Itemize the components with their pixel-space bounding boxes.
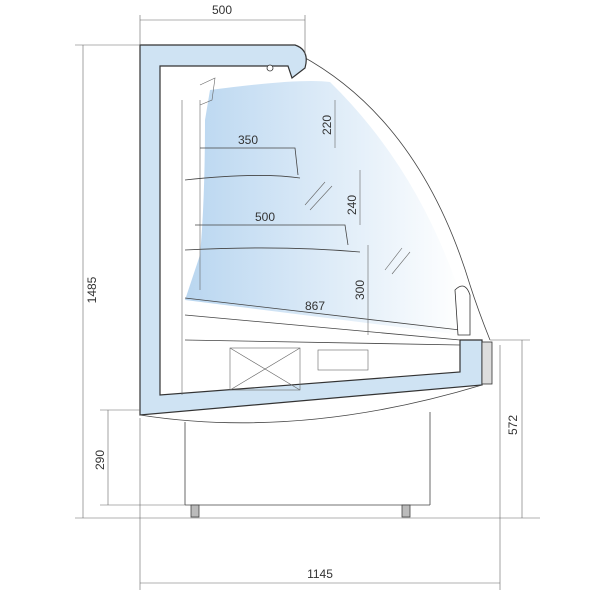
dim-shelf1-depth: 350 xyxy=(238,133,258,147)
glass-reflection-icon xyxy=(304,181,411,275)
lower-compartment xyxy=(229,347,369,391)
rear-duct xyxy=(181,77,216,395)
front-controls xyxy=(266,64,493,385)
dim-base-depth: 867 xyxy=(305,299,325,313)
dim-top-depth: 500 xyxy=(212,3,232,17)
dimension-lines xyxy=(75,15,530,590)
shelves xyxy=(184,147,461,346)
dim-total-height: 1485 xyxy=(85,276,99,303)
cabinet-base xyxy=(139,384,483,518)
dim-shelf2-depth: 500 xyxy=(255,210,275,224)
dim-deck-height: 572 xyxy=(506,415,520,435)
dim-shelf1-gap: 220 xyxy=(320,115,334,135)
front-glass xyxy=(299,54,491,341)
dim-shelf2-gap: 240 xyxy=(345,195,359,215)
dim-shelf3-gap: 300 xyxy=(353,280,367,300)
dim-base-height: 290 xyxy=(93,450,107,470)
glass-area xyxy=(185,81,462,335)
cabinet-frame xyxy=(139,44,483,416)
dim-total-depth: 1145 xyxy=(307,567,333,581)
